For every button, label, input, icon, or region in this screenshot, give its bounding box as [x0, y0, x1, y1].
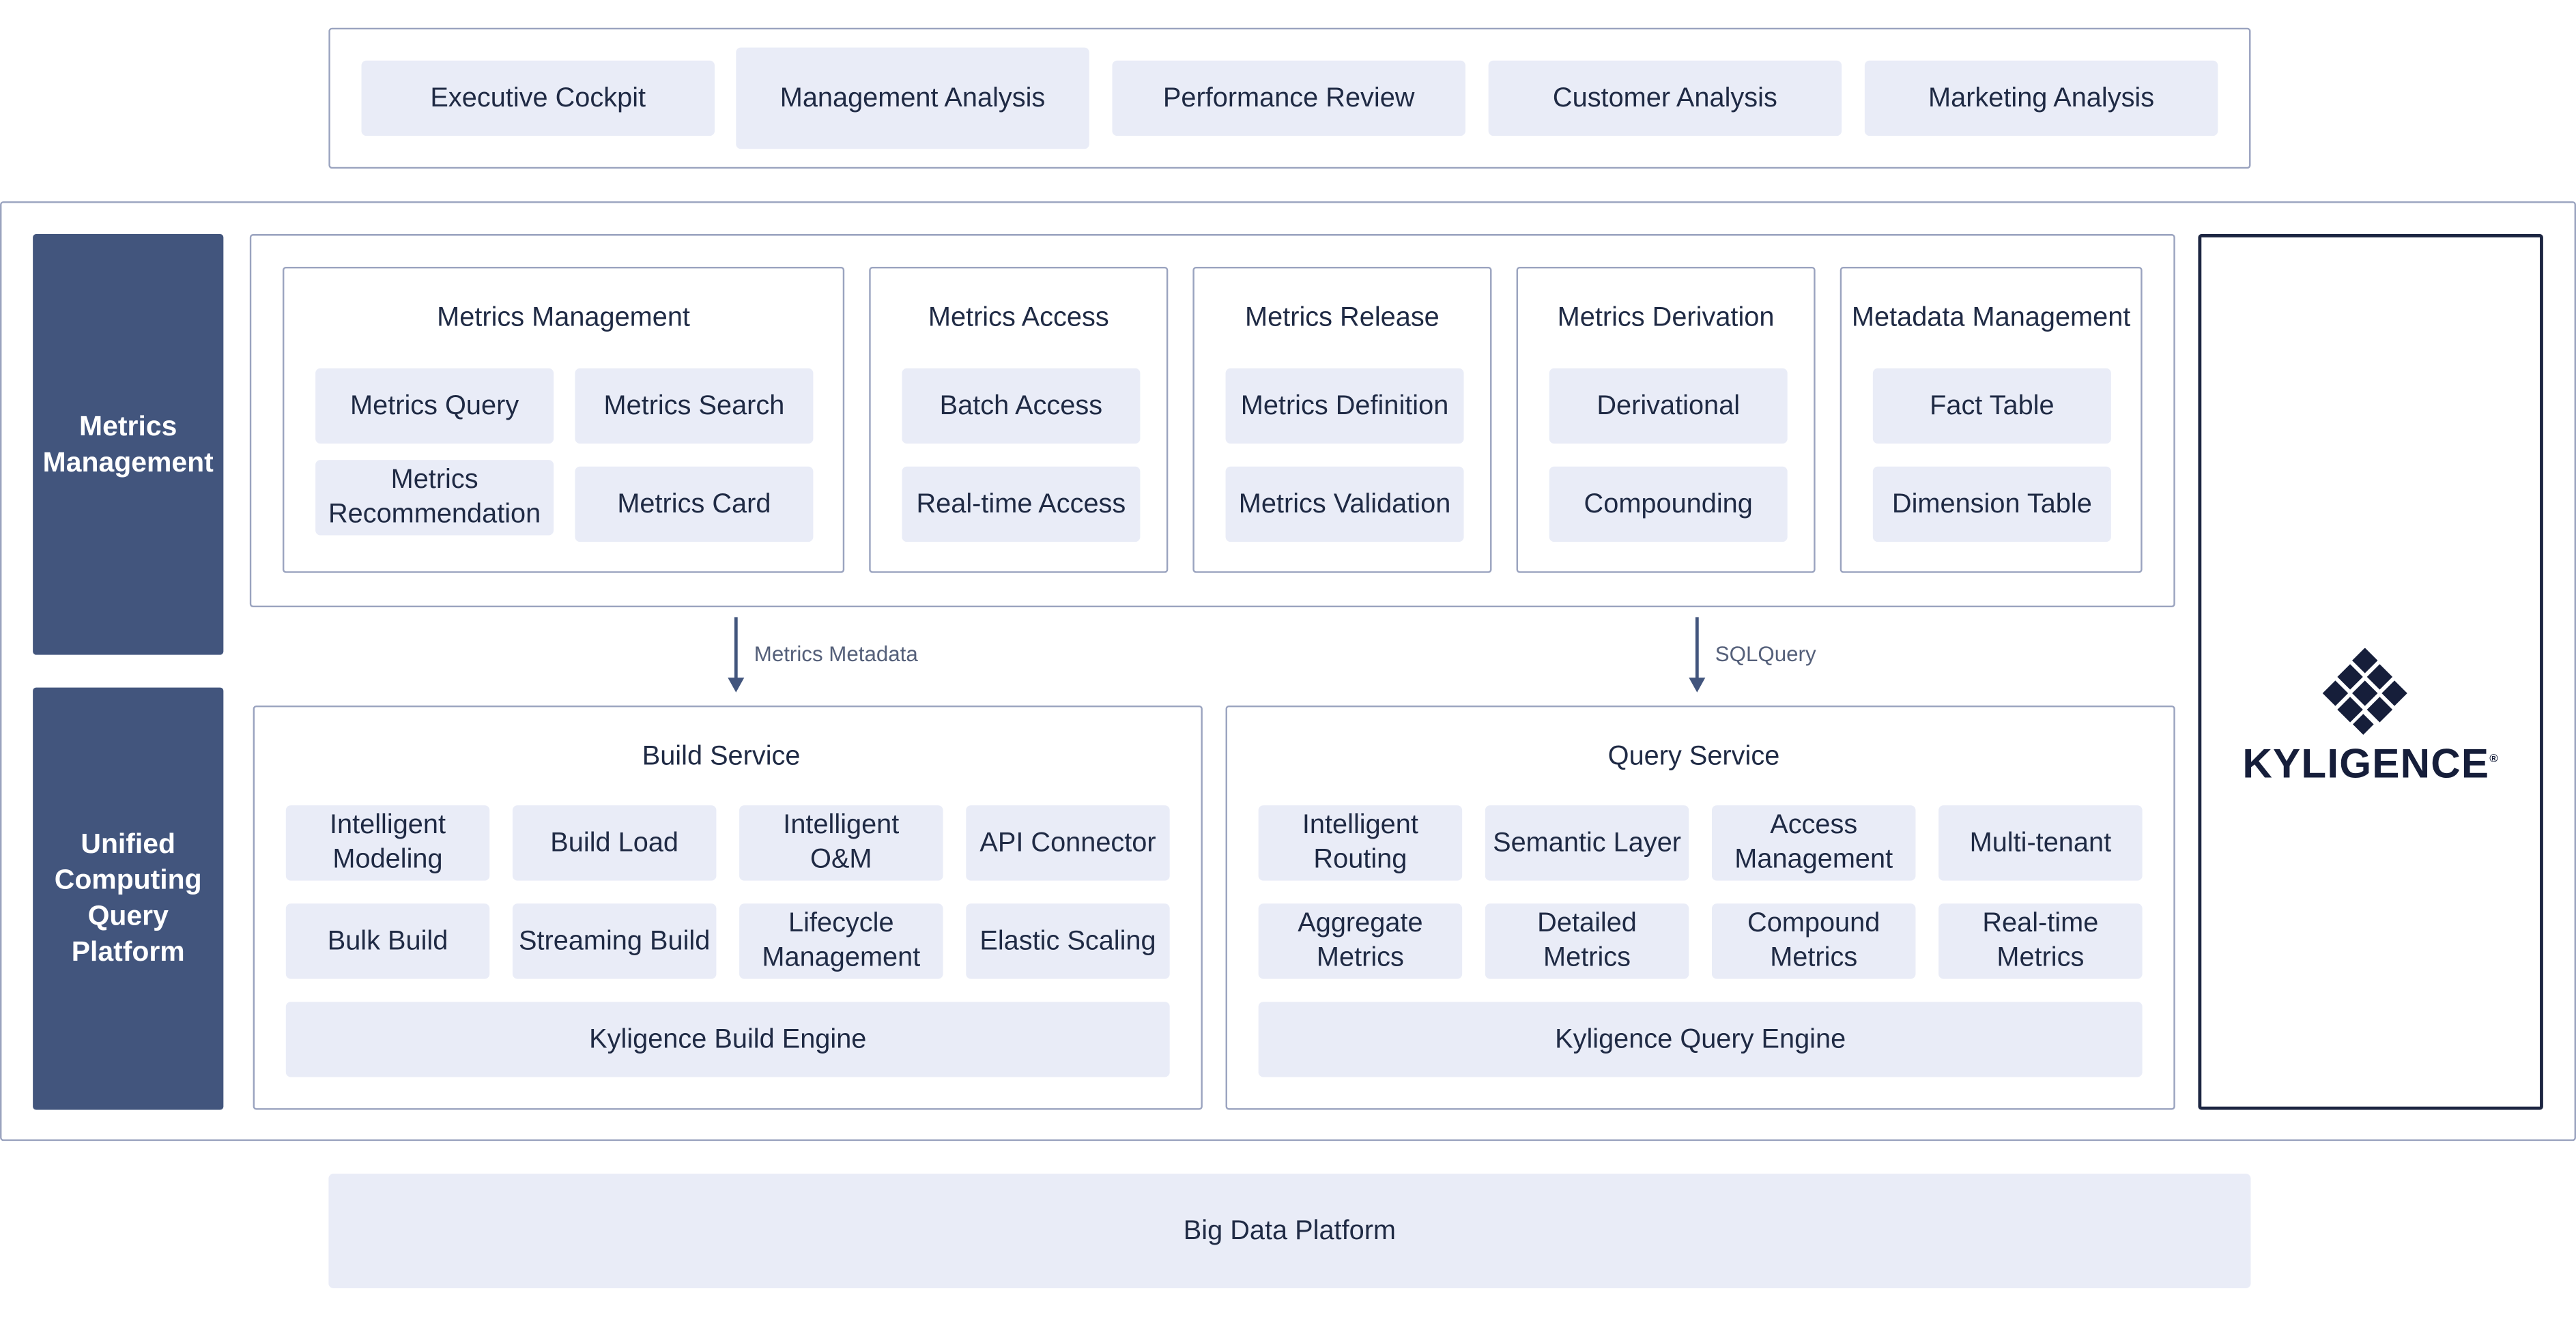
- derivational: Derivational: [1549, 368, 1788, 444]
- semantic-layer: Semantic Layer: [1485, 805, 1689, 881]
- query-service-title: Query Service: [1607, 740, 1780, 770]
- metrics-validation: Metrics Validation: [1225, 466, 1464, 542]
- elastic-scaling: Elastic Scaling: [966, 903, 1170, 979]
- group-title-metrics-derivation: Metrics Derivation: [1557, 302, 1775, 332]
- aggregate-metrics: Aggregate Metrics: [1258, 903, 1463, 979]
- streaming-build: Streaming Build: [512, 903, 717, 979]
- brand-name: KYLIGENCE: [2242, 741, 2490, 787]
- lifecycle-management: Lifecycle Management: [739, 903, 943, 979]
- kyligence-diamond-icon: [2322, 648, 2407, 735]
- side-label-unified-platform: Unified Computing Query Platform: [33, 687, 224, 1110]
- multi-tenant: Multi-tenant: [1938, 805, 2143, 881]
- api-connector: API Connector: [966, 805, 1170, 881]
- registered-mark: ®: [2489, 754, 2499, 766]
- intelligent-modeling: Intelligent Modeling: [285, 805, 490, 881]
- batch-access: Batch Access: [902, 368, 1141, 444]
- arrow-label-sqlquery: SQLQuery: [1715, 641, 1816, 667]
- build-service-title: Build Service: [642, 740, 801, 770]
- build-load: Build Load: [512, 805, 717, 881]
- app-performance-review: Performance Review: [1112, 60, 1465, 136]
- metrics-query: Metrics Query: [315, 368, 554, 444]
- fact-table: Fact Table: [1872, 368, 2111, 444]
- access-management: Access Management: [1711, 805, 1916, 881]
- arrow-label-metrics-metadata: Metrics Metadata: [754, 641, 918, 667]
- kyligence-query-engine: Kyligence Query Engine: [1258, 1002, 2143, 1077]
- intelligent-routing: Intelligent Routing: [1258, 805, 1463, 881]
- group-title-metrics-management: Metrics Management: [437, 302, 690, 332]
- group-title-metadata-management: Metadata Management: [1851, 302, 2131, 332]
- group-title-metrics-release: Metrics Release: [1245, 302, 1440, 332]
- side-label-metrics-management: Metrics Management: [33, 234, 224, 655]
- detailed-metrics: Detailed Metrics: [1485, 903, 1689, 979]
- app-customer-analysis: Customer Analysis: [1488, 60, 1842, 136]
- bulk-build: Bulk Build: [285, 903, 490, 979]
- kyligence-wordmark: KYLIGENCE®: [2198, 742, 2543, 789]
- compound-metrics: Compound Metrics: [1711, 903, 1916, 979]
- arrow-down-icon: [728, 678, 745, 693]
- dimension-table: Dimension Table: [1872, 466, 2111, 542]
- real-time-access: Real-time Access: [902, 466, 1141, 542]
- kyligence-build-engine: Kyligence Build Engine: [285, 1002, 1170, 1077]
- app-marketing-analysis: Marketing Analysis: [1864, 60, 2218, 136]
- big-data-platform: Big Data Platform: [328, 1174, 2251, 1289]
- brand-panel: [2198, 234, 2543, 1110]
- metrics-search: Metrics Search: [575, 368, 814, 444]
- arrow-sqlquery-line: [1695, 617, 1699, 680]
- compounding: Compounding: [1549, 466, 1788, 542]
- intelligent-om: Intelligent O&M: [739, 805, 943, 881]
- real-time-metrics: Real-time Metrics: [1938, 903, 2143, 979]
- group-title-metrics-access: Metrics Access: [928, 302, 1109, 332]
- app-executive-cockpit: Executive Cockpit: [361, 60, 715, 136]
- arrow-down-icon: [1689, 678, 1706, 693]
- app-management-analysis: Management Analysis: [736, 47, 1089, 149]
- metrics-definition: Metrics Definition: [1225, 368, 1464, 444]
- metrics-card: Metrics Card: [575, 466, 814, 542]
- metrics-recommendation: Metrics Recommendation: [315, 460, 554, 536]
- arrow-metrics-metadata-line: [734, 617, 738, 680]
